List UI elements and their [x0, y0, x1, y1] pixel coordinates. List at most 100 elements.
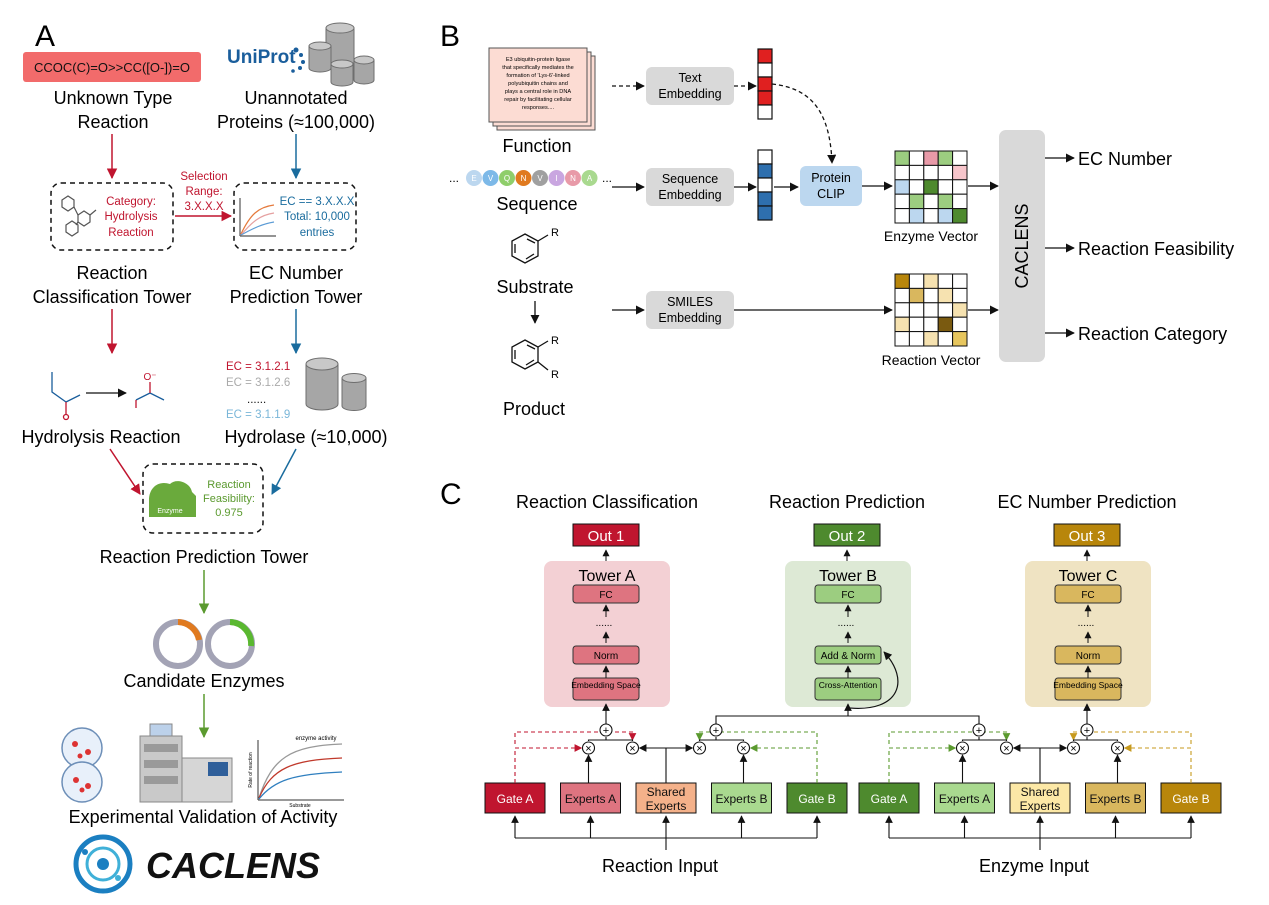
reaction-grid-cell: [923, 316, 939, 333]
sequence-bead: [548, 170, 565, 186]
svg-text:E3 ubiquitin-protein ligase: E3 ubiquitin-protein ligase: [506, 57, 570, 63]
panel-a-letter: A: [35, 20, 55, 53]
sequence-bead: [482, 170, 499, 186]
merge-line: [716, 739, 745, 741]
text-embedding-line2: Embedding: [658, 87, 721, 101]
expert-label: Experts B: [715, 792, 767, 806]
svg-text:plays a central role in DNA: plays a central role in DNA: [505, 89, 571, 95]
multiply-node: [955, 741, 970, 755]
enzyme-grid-cell: [908, 208, 925, 224]
reaction-grid-cell: [952, 302, 968, 318]
gate-b-dashed: [749, 744, 818, 783]
merge-line: [587, 737, 607, 741]
reaction-grid-cell: [908, 316, 925, 333]
reaction-vector-grid: [894, 273, 968, 347]
svg-text:polyubiquitin chains and: polyubiquitin chains and: [508, 81, 568, 87]
panel-b: B E3 ubiquitin-protein ligase that speci…: [440, 20, 1234, 419]
hplc-instrument-icon: [139, 723, 233, 803]
enzyme-icon: Enzyme: [149, 481, 196, 517]
svg-text:FC: FC: [841, 590, 854, 601]
ec-list-item-2: EC = 3.1.2.6: [226, 377, 290, 389]
function-document-stack: E3 ubiquitin-protein ligase that specifi…: [488, 47, 596, 131]
enzyme-grid-cell: [923, 193, 939, 210]
enzyme-grid-cell: [952, 193, 968, 210]
unannotated-line1: Unannotated: [244, 88, 347, 108]
product-structure: [511, 339, 549, 371]
expert-box: [560, 782, 621, 814]
multiply-symbol: ×: [1114, 743, 1120, 755]
gate-a-dashed: [888, 744, 957, 783]
enzyme-grid-cell: [894, 208, 910, 224]
ec-list-ellipsis: ......: [247, 394, 266, 406]
output-reaction-feasibility: Reaction Feasibility: [1078, 239, 1234, 259]
text-vector-strip: [757, 48, 773, 120]
reaction-grid-cell: [937, 331, 954, 347]
reaction-grid-cell: [937, 287, 954, 304]
enzyme-grid-cell: [952, 150, 968, 166]
gate-a-dashed: [514, 744, 583, 783]
reaction-grid-cell: [908, 302, 925, 318]
substrate-r-label: R: [551, 227, 559, 239]
expert-box: [934, 782, 995, 814]
expert-label: Gate A: [871, 792, 908, 806]
reaction-grid-cell: [894, 273, 910, 289]
tower-b-add-norm: [814, 645, 882, 665]
panel-b-letter: B: [440, 20, 460, 53]
tower-c-title: Tower C: [1059, 568, 1118, 585]
to-tower-b-left: [715, 703, 852, 724]
sequence-ellipsis-left: ...: [449, 171, 459, 185]
svg-text:that specifically mediates the: that specifically mediates the: [502, 65, 574, 71]
out-3-label: Out 3: [1069, 528, 1106, 545]
sequence-bead-letter: V: [488, 174, 494, 183]
svg-text:Norm: Norm: [594, 651, 618, 662]
gate-a-dashed-2: [514, 731, 637, 744]
svg-text:Norm: Norm: [1076, 651, 1100, 662]
merge-line: [698, 737, 717, 741]
smiles-embedding-line1: SMILES: [667, 295, 713, 309]
enzyme-vector-grid: [894, 150, 968, 224]
expert-label: Experts A: [565, 792, 616, 806]
feasibility-line1: Reaction: [207, 479, 250, 491]
svg-text:O⁻: O⁻: [143, 372, 156, 383]
expert-box: [858, 782, 920, 814]
reaction-grid-cell: [894, 287, 910, 304]
sequence-bead: [532, 170, 548, 186]
out-3-box: [1053, 523, 1121, 547]
tower-c-norm: [1054, 645, 1122, 665]
reaction-tower-line1: Reaction: [76, 263, 147, 283]
caclens-block-label: CACLENS: [1012, 203, 1032, 288]
unannotated-line2: Proteins (≈100,000): [217, 112, 375, 132]
molecule-icon: [61, 195, 97, 237]
expert-label: Experts A: [939, 792, 990, 806]
reaction-grid-cell: [908, 273, 925, 289]
protein-clip-line1: Protein: [811, 171, 851, 185]
sequence-bead: [499, 170, 515, 186]
hydrolysis-label: Hydrolysis Reaction: [21, 427, 180, 447]
ec-list-item-1: EC = 3.1.2.1: [226, 361, 290, 373]
enzyme-grid-cell: [952, 179, 968, 195]
multiply-symbol: ×: [959, 743, 965, 755]
svg-text:FC: FC: [599, 590, 612, 601]
enzyme-grid-cell: [937, 208, 954, 224]
hydrolysis-reaction-icon: O⁻: [51, 372, 165, 421]
sequence-bead-letter: N: [521, 174, 527, 183]
expert-box: [1009, 782, 1071, 814]
smiles-box: [23, 52, 201, 82]
uniprot-logo: UniProt: [227, 47, 305, 73]
out-2-label: Out 2: [829, 528, 866, 545]
enzyme-grid-cell: [923, 179, 939, 195]
sequence-bead-letter: E: [471, 174, 476, 183]
svg-text:Substrate: Substrate: [289, 803, 311, 809]
multiply-symbol: ×: [1070, 743, 1076, 755]
svg-text:Embedding Space: Embedding Space: [1053, 680, 1123, 690]
expert-label: Experts B: [1089, 792, 1141, 806]
merge-line: [1072, 737, 1088, 741]
reaction-grid-cell: [952, 316, 968, 333]
tower-a-fc: [572, 584, 640, 604]
product-r1-label: R: [551, 335, 559, 347]
svg-text:CACLENS: CACLENS: [146, 845, 320, 886]
tower-a-norm: [572, 645, 640, 665]
reaction-grid-cell: [923, 273, 939, 289]
svg-text:FC: FC: [1081, 590, 1094, 601]
